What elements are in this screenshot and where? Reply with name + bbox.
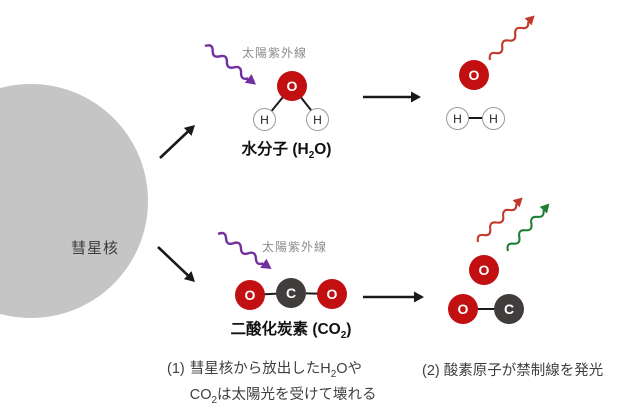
caption-text: CO [189,386,212,403]
uv-wavy-arrow-water [204,44,257,85]
red-emission-arrow-bottom [476,197,523,243]
red-emission-arrow-top [488,15,535,61]
atom-symbol: C [503,301,515,317]
hydrogen-atom: H [446,107,469,130]
uv-wavy-arrow-co2 [217,231,272,269]
atom-symbol: O [468,67,480,83]
label-text: ) [346,321,352,338]
label-subscript: 2 [308,150,315,162]
caption-text: (2) 酸素原子が禁制線を発光 [422,363,604,379]
atom-symbol: O [286,78,298,94]
atom-symbol: C [285,285,297,301]
atom-symbol: O [244,287,256,303]
atom-symbol: O [457,301,469,317]
caption-text: は太陽光を受けて壊れる [217,386,377,403]
carbon-atom: C [276,278,306,308]
carbon-atom: C [494,294,524,324]
oxygen-atom: O [469,255,499,285]
atom-symbol: O [326,286,338,302]
oxygen-atom: O [448,294,478,324]
straight-arrows [157,91,424,303]
atom-symbol: H [453,111,462,126]
uv-label-co2: 太陽紫外線 [262,240,328,254]
caption-subscript: 2 [330,368,337,380]
label-text: 二酸化炭素 (CO [230,321,341,338]
hydrogen-atom: H [482,107,505,130]
caption-number: (1) [167,361,185,377]
caption-step2: (2) 酸素原子が禁制線を発光 [422,361,603,381]
caption-text: Oや [336,361,363,377]
caption-line: 彗星核から放出したH2Oや [190,359,377,385]
hydrogen-atom: H [306,108,329,131]
atom-symbol: H [313,112,322,127]
atom-symbol: H [260,112,269,127]
caption-text: 彗星核から放出したH [189,361,331,377]
caption-body: 彗星核から放出したH2Oや CO2は太陽光を受けて壊れる [190,359,377,411]
caption-subscript: 2 [211,394,218,406]
co2-molecule-label: 二酸化炭素 (CO2) [228,317,354,341]
caption-line: CO2は太陽光を受けて壊れる [190,385,377,411]
ejection-arrow-up [159,125,195,159]
oxygen-atom: O [235,280,265,310]
label-text: O) [314,141,332,158]
atom-symbol: H [489,111,498,126]
green-emission-arrow [506,203,550,252]
oxygen-atom: O [277,71,307,101]
hydrogen-atom: H [253,108,276,131]
label-subscript: 2 [340,330,347,342]
oxygen-atom: O [317,279,347,309]
label-text: 水分子 (H [241,141,309,158]
atom-symbol: O [478,262,490,278]
ejection-arrow-down [157,246,195,282]
comet-nucleus-label: 彗星核 [71,240,120,257]
uv-label-water: 太陽紫外線 [242,46,308,60]
reaction-arrow-bottom [363,291,424,303]
caption-step1: (1) 彗星核から放出したH2Oや CO2は太陽光を受けて壊れる [167,359,377,411]
water-molecule-label: 水分子 (H2O) [234,137,339,161]
oxygen-atom: O [459,60,489,90]
reaction-arrow-top [363,91,421,103]
